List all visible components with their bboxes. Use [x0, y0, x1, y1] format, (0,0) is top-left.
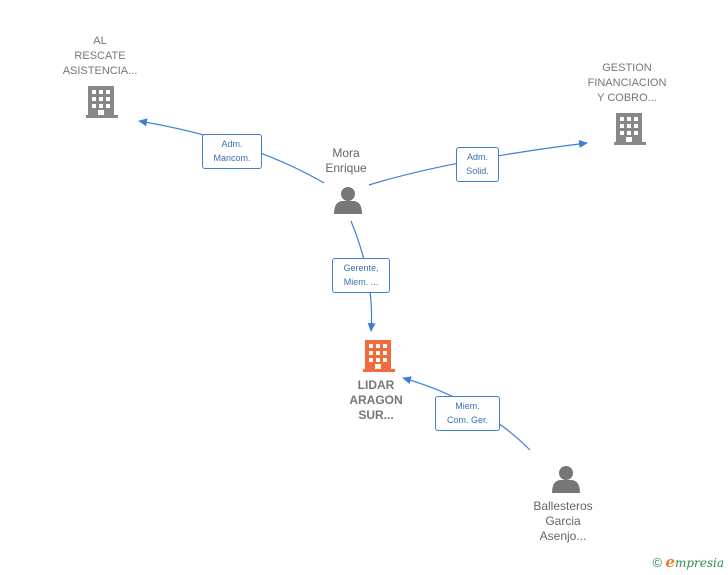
label-line: FINANCIACION [587, 77, 667, 89]
label-line: Garcia [545, 514, 581, 528]
empresia-brand[interactable]: © empresia [652, 553, 724, 571]
brand-logo-text: mpresia [674, 556, 724, 570]
edge-label-line: Solid. [466, 166, 489, 176]
edge-label-adm-solid[interactable]: Adm. Solid. [456, 147, 499, 182]
edge-label-line: Mancom. [213, 153, 251, 163]
label-line: LIDAR [357, 378, 395, 392]
label-line: ARAGON [349, 393, 403, 407]
building-icon[interactable] [86, 86, 118, 118]
edge-label-adm-mancom[interactable]: Adm. Mancom. [202, 134, 262, 169]
edge-label-line: Miem. ... [343, 277, 379, 287]
label-line: Enrique [325, 161, 367, 175]
brand-logo-letter: e [665, 553, 675, 571]
edge-label-line: Adm. [221, 139, 243, 149]
label-line: Asenjo... [539, 529, 587, 543]
label-line: Y COBRO... [597, 92, 657, 104]
label-line: SUR... [358, 408, 394, 422]
edge-label-line: Adm. [466, 152, 488, 162]
person-icon[interactable] [334, 187, 362, 214]
edge-label-gerente[interactable]: Gerente, Miem. ... [332, 258, 390, 293]
edge-label-miem-com-ger[interactable]: Miem. Com. Ger. [435, 396, 500, 431]
main-building-icon[interactable] [363, 340, 395, 372]
building-icon[interactable] [614, 113, 646, 145]
label-line: Mora [332, 146, 360, 160]
label-line: ASISTENCIA... [62, 65, 138, 77]
company-label-gestion[interactable]: GESTION FINANCIACION Y COBRO... [567, 61, 687, 106]
label-line: GESTION [602, 62, 652, 74]
company-label-lidar[interactable]: LIDAR ARAGON SUR... [326, 378, 426, 423]
person-icon[interactable] [552, 466, 580, 493]
label-line: Ballesteros [533, 499, 593, 513]
company-label-al-rescate[interactable]: AL RESCATE ASISTENCIA... [40, 34, 160, 79]
copyright-icon: © [652, 555, 663, 570]
person-label-mora[interactable]: Mora Enrique [296, 146, 396, 176]
label-line: AL [93, 35, 107, 47]
person-label-ballesteros[interactable]: Ballesteros Garcia Asenjo... [508, 499, 618, 544]
edge-label-line: Gerente, [343, 263, 379, 273]
edge-label-line: Miem. [455, 401, 480, 411]
edge-label-line: Com. Ger. [446, 415, 488, 425]
label-line: RESCATE [74, 50, 126, 62]
